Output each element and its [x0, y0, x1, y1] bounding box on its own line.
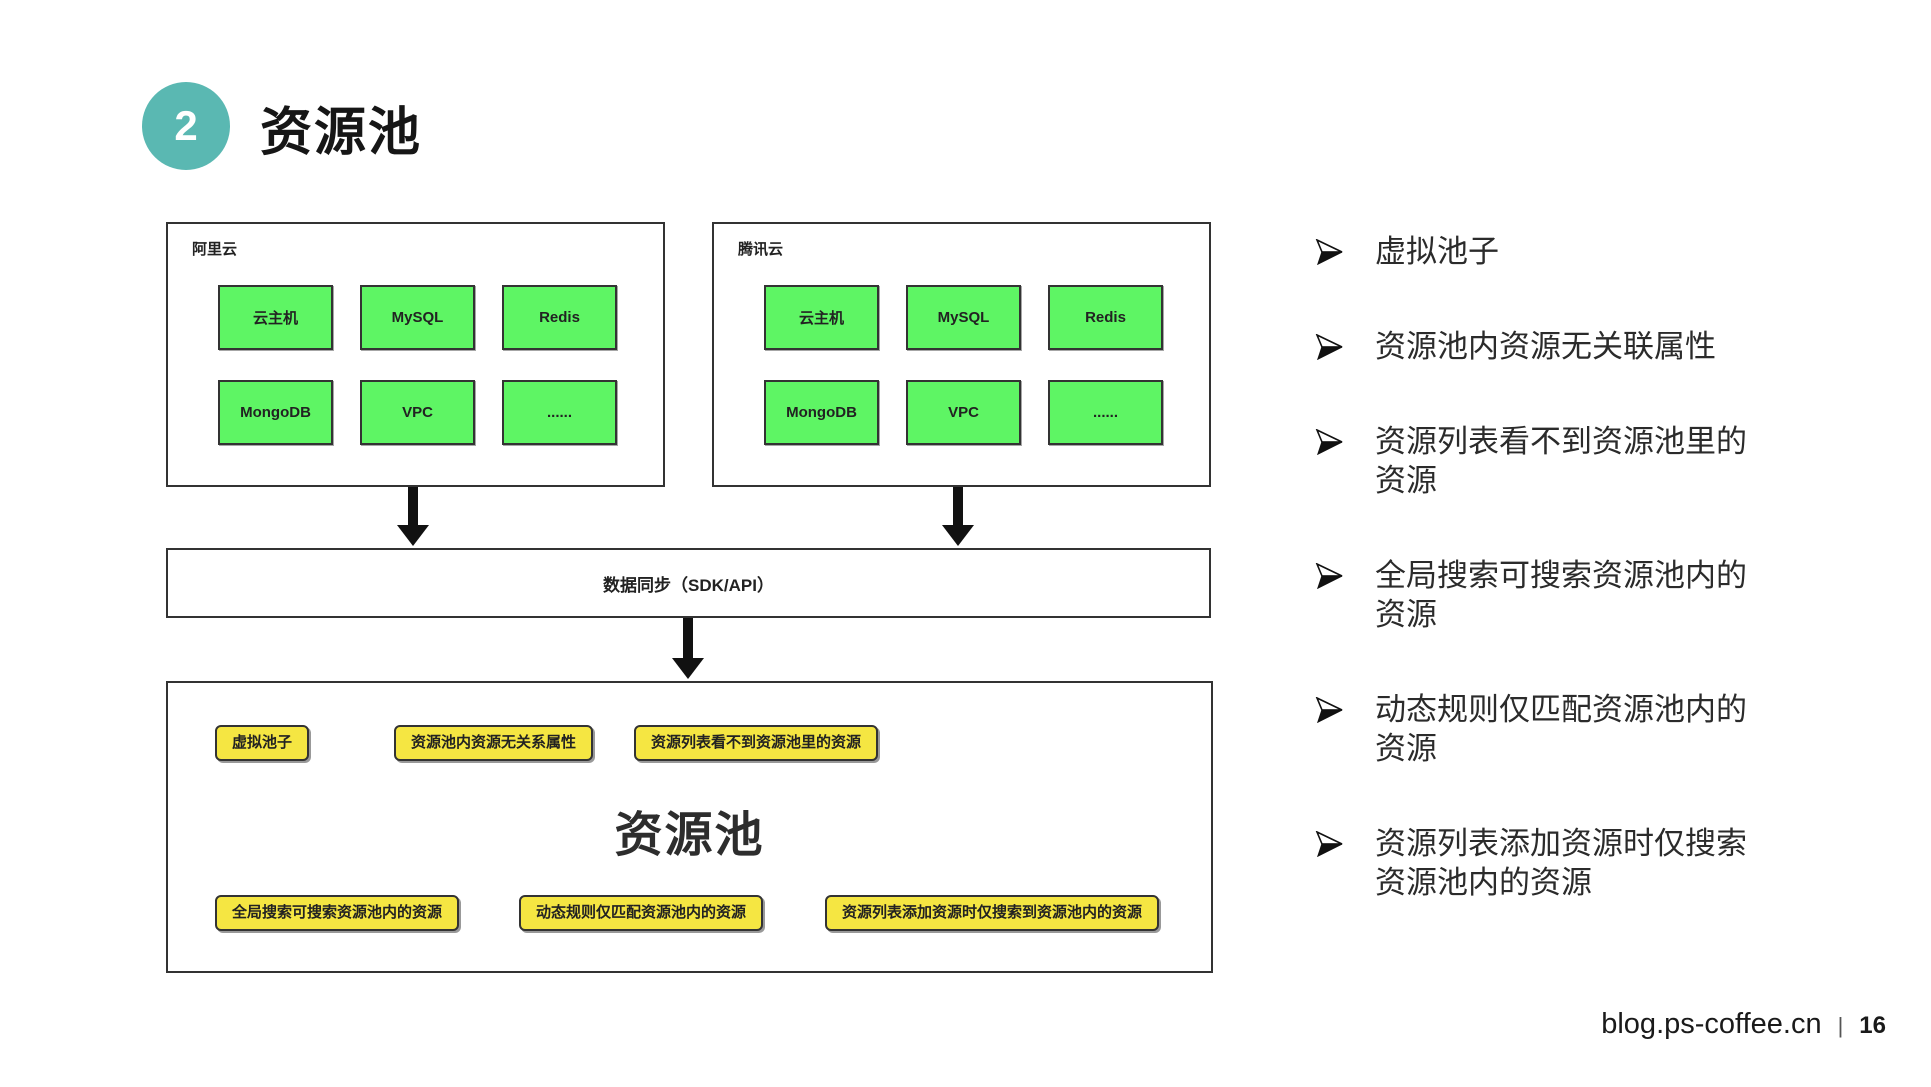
- service-box: MySQL: [360, 285, 475, 350]
- bullet-text: 虚拟池子: [1375, 234, 1499, 269]
- cloud-group-label: 阿里云: [192, 241, 238, 258]
- pool-tag-chip: 资源列表看不到资源池里的资源: [634, 725, 879, 761]
- arrowhead-bullet-icon: [1315, 429, 1343, 455]
- service-label: VPC: [402, 404, 433, 421]
- data-sync-label: 数据同步（SDK/API）: [603, 575, 774, 595]
- cloud-group-tencent: 腾讯云 云主机 MySQL Redis MongoDB: [712, 222, 1211, 487]
- service-box: MongoDB: [764, 380, 879, 445]
- service-box: Redis: [1048, 285, 1163, 350]
- page-title: 资源池: [260, 104, 423, 162]
- pool-tag-label: 资源列表看不到资源池里的资源: [651, 734, 862, 751]
- service-box: VPC: [360, 380, 475, 445]
- pool-tag-label: 虚拟池子: [232, 734, 293, 751]
- service-label: ......: [1092, 404, 1118, 421]
- arrowhead-bullet-icon: [1315, 563, 1343, 589]
- footer-site-url: blog.ps-coffee.cn: [1601, 1008, 1822, 1040]
- service-label: MySQL: [937, 309, 990, 326]
- service-box: 云主机: [764, 285, 879, 350]
- pool-tag-label: 资源池内资源无关系属性: [411, 734, 577, 751]
- service-box: ......: [502, 380, 617, 445]
- bullet-item: 资源列表看不到资源池里的资源: [1315, 422, 1875, 500]
- service-label: 云主机: [798, 310, 844, 327]
- bullet-text: 资源列表看不到资源池里的资源: [1375, 424, 1747, 498]
- arrowhead-bullet-icon: [1315, 239, 1343, 265]
- service-grid: 云主机 MySQL Redis MongoDB VPC: [764, 285, 1163, 445]
- bullet-item: 资源池内资源无关联属性: [1315, 327, 1875, 366]
- data-sync-box: 数据同步（SDK/API）: [166, 548, 1211, 618]
- slide-number: 2: [174, 102, 198, 149]
- pool-tag-chip: 全局搜索可搜索资源池内的资源: [215, 895, 460, 931]
- service-box: Redis: [502, 285, 617, 350]
- pool-tag-chip: 动态规则仅匹配资源池内的资源: [519, 895, 764, 931]
- pool-tag-label: 动态规则仅匹配资源池内的资源: [536, 904, 747, 921]
- down-arrow-icon: [942, 487, 974, 546]
- bullet-list: 虚拟池子 资源池内资源无关联属性 资源列表看不到资源池里的资源: [1315, 232, 1875, 902]
- bullet-text: 资源列表添加资源时仅搜索资源池内的资源: [1375, 826, 1747, 900]
- down-arrow-icon: [672, 618, 704, 679]
- down-arrow-icon: [397, 487, 429, 546]
- arrowhead-bullet-icon: [1315, 697, 1343, 723]
- footer: blog.ps-coffee.cn | 16: [1601, 1008, 1886, 1041]
- service-box: ......: [1048, 380, 1163, 445]
- service-label: Redis: [1085, 309, 1126, 326]
- pool-tag-label: 资源列表添加资源时仅搜索到资源池内的资源: [842, 904, 1143, 921]
- pool-tag-label: 全局搜索可搜索资源池内的资源: [232, 904, 443, 921]
- bullet-item: 动态规则仅匹配资源池内的资源: [1315, 690, 1875, 768]
- service-box: MySQL: [906, 285, 1021, 350]
- resource-pool-box: 虚拟池子 资源池内资源无关系属性 资源列表看不到资源池里的资源 资源池 全局搜索…: [166, 681, 1213, 973]
- pool-tag-chip: 资源池内资源无关系属性: [394, 725, 594, 761]
- bullet-text: 资源池内资源无关联属性: [1375, 329, 1716, 364]
- bullet-item: 全局搜索可搜索资源池内的资源: [1315, 556, 1875, 634]
- service-label: 云主机: [252, 310, 298, 327]
- cloud-group-aliyun: 阿里云 云主机 MySQL Redis MongoDB: [166, 222, 665, 487]
- service-label: Redis: [539, 309, 580, 326]
- service-box: 云主机: [218, 285, 333, 350]
- arrowhead-bullet-icon: [1315, 334, 1343, 360]
- service-label: MongoDB: [786, 404, 857, 421]
- bullet-item: 虚拟池子: [1315, 232, 1875, 271]
- service-label: VPC: [948, 404, 979, 421]
- service-label: ......: [546, 404, 572, 421]
- slide-number-badge: 2: [142, 82, 230, 170]
- bullet-text: 全局搜索可搜索资源池内的资源: [1375, 558, 1747, 632]
- service-label: MongoDB: [240, 404, 311, 421]
- bullet-text: 动态规则仅匹配资源池内的资源: [1375, 692, 1747, 766]
- service-label: MySQL: [391, 309, 444, 326]
- pool-tag-chip: 虚拟池子: [215, 725, 310, 761]
- cloud-group-label: 腾讯云: [738, 241, 784, 258]
- pool-tag-chip: 资源列表添加资源时仅搜索到资源池内的资源: [825, 895, 1160, 931]
- pool-title: 资源池: [614, 809, 765, 862]
- service-box: MongoDB: [218, 380, 333, 445]
- service-grid: 云主机 MySQL Redis MongoDB VPC: [218, 285, 617, 445]
- service-box: VPC: [906, 380, 1021, 445]
- bullet-item: 资源列表添加资源时仅搜索资源池内的资源: [1315, 824, 1875, 902]
- footer-separator: |: [1837, 1013, 1844, 1038]
- footer-page-number: 16: [1859, 1012, 1886, 1039]
- arrowhead-bullet-icon: [1315, 831, 1343, 857]
